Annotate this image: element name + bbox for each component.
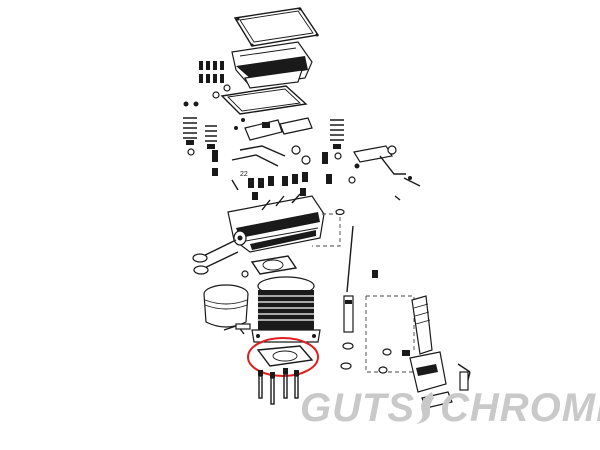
rocker-gasket (220, 85, 308, 115)
watermark-logo: GUTS CHROME (300, 384, 600, 434)
cylinder-base-gasket (256, 345, 314, 367)
base-studs (258, 368, 299, 405)
cover-screws (183, 61, 231, 107)
valve-springs (183, 117, 344, 160)
cylinder-barrel (251, 276, 321, 343)
pushrod-tube (335, 208, 392, 374)
watermark-text-left: GUTS (300, 386, 416, 430)
piston (203, 284, 251, 335)
part-label-22: 22 (240, 171, 248, 178)
flame-icon (416, 392, 434, 424)
rocker-linkage (348, 145, 421, 201)
head-gasket (241, 255, 298, 278)
valves (192, 239, 239, 275)
rocker-arms (231, 117, 313, 167)
rocker-cover-plate (233, 7, 320, 47)
highlight-circle (247, 337, 319, 377)
tappet-block (402, 295, 471, 409)
valve-guides (212, 150, 332, 191)
rocker-box (231, 41, 313, 89)
cylinder-head (227, 193, 325, 253)
leader-lines (312, 213, 420, 373)
head-bolts (248, 172, 308, 200)
watermark-text-right: CHROME (440, 386, 600, 430)
